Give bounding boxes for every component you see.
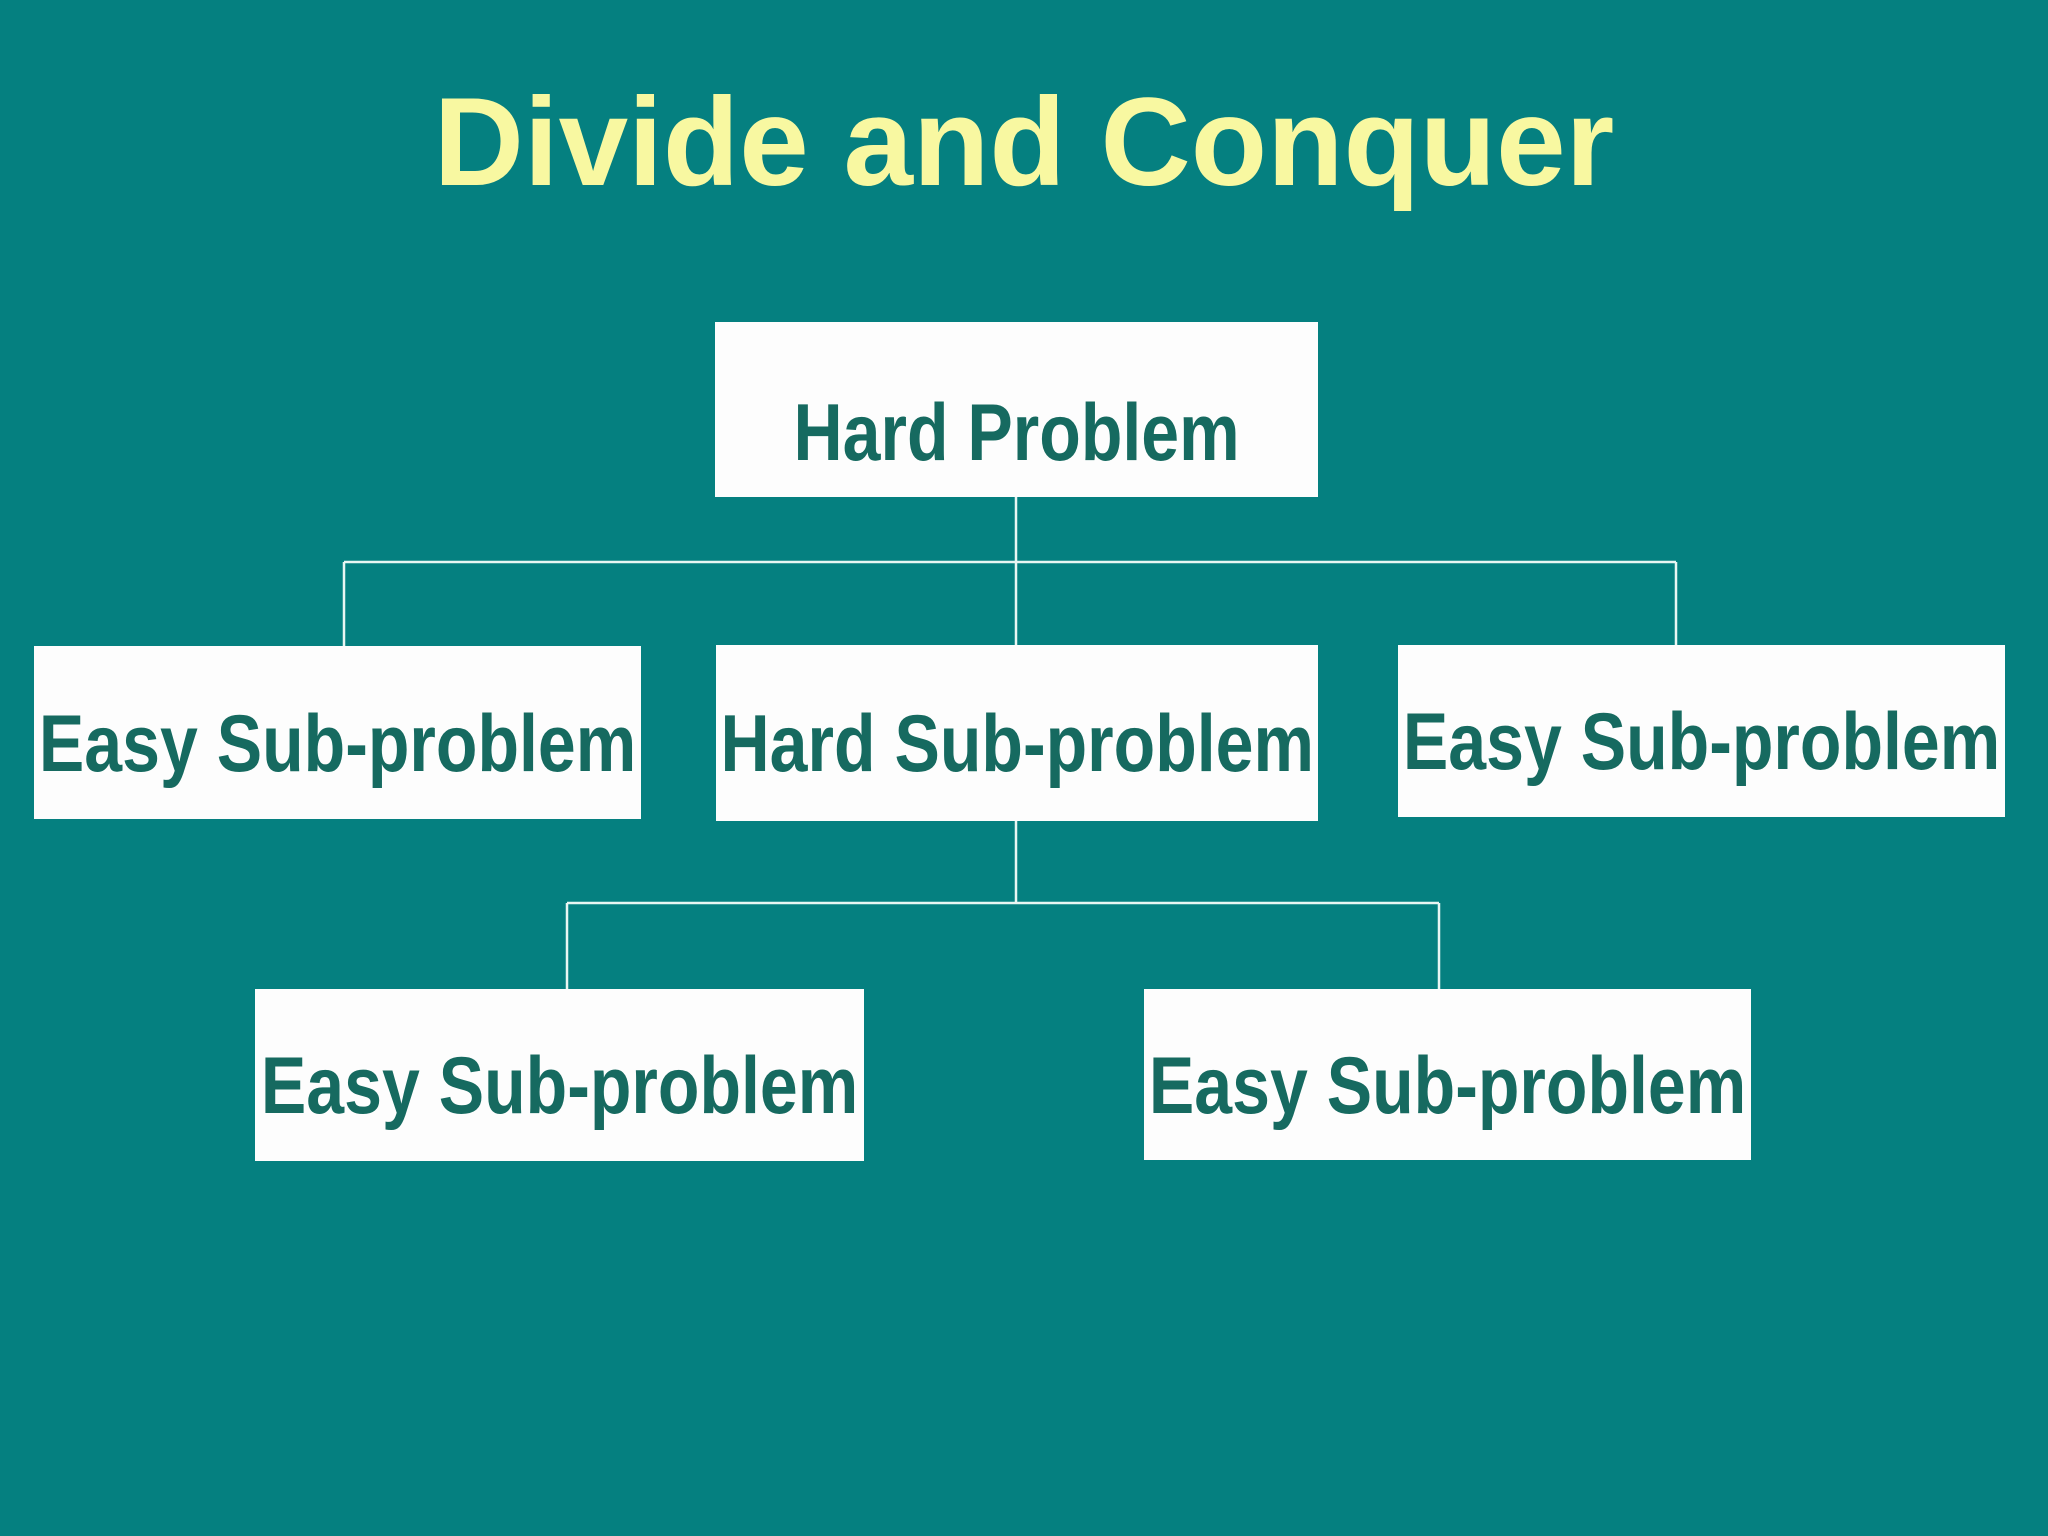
node-easy-sub-problem-right-label: Easy Sub-problem: [1402, 697, 2001, 788]
node-easy-sub-problem-bottom-right: Easy Sub-problem: [1144, 989, 1751, 1160]
tree-edges-path: [342, 497, 1678, 989]
slide-title: Divide and Conquer: [433, 73, 1615, 212]
node-easy-sub-problem-bottom-left: Easy Sub-problem: [255, 989, 864, 1161]
node-easy-sub-problem-bottom-right-label: Easy Sub-problem: [1148, 1040, 1747, 1131]
node-easy-sub-problem-left: Easy Sub-problem: [34, 646, 641, 819]
node-hard-problem-label: Hard Problem: [793, 387, 1240, 478]
node-hard-problem: Hard Problem: [715, 322, 1318, 497]
node-easy-sub-problem-bottom-left-label: Easy Sub-problem: [260, 1041, 859, 1132]
node-easy-sub-problem-right: Easy Sub-problem: [1398, 645, 2005, 817]
node-hard-sub-problem-label: Hard Sub-problem: [720, 699, 1314, 790]
node-easy-sub-problem-left-label: Easy Sub-problem: [38, 698, 637, 789]
node-hard-sub-problem: Hard Sub-problem: [716, 645, 1318, 821]
